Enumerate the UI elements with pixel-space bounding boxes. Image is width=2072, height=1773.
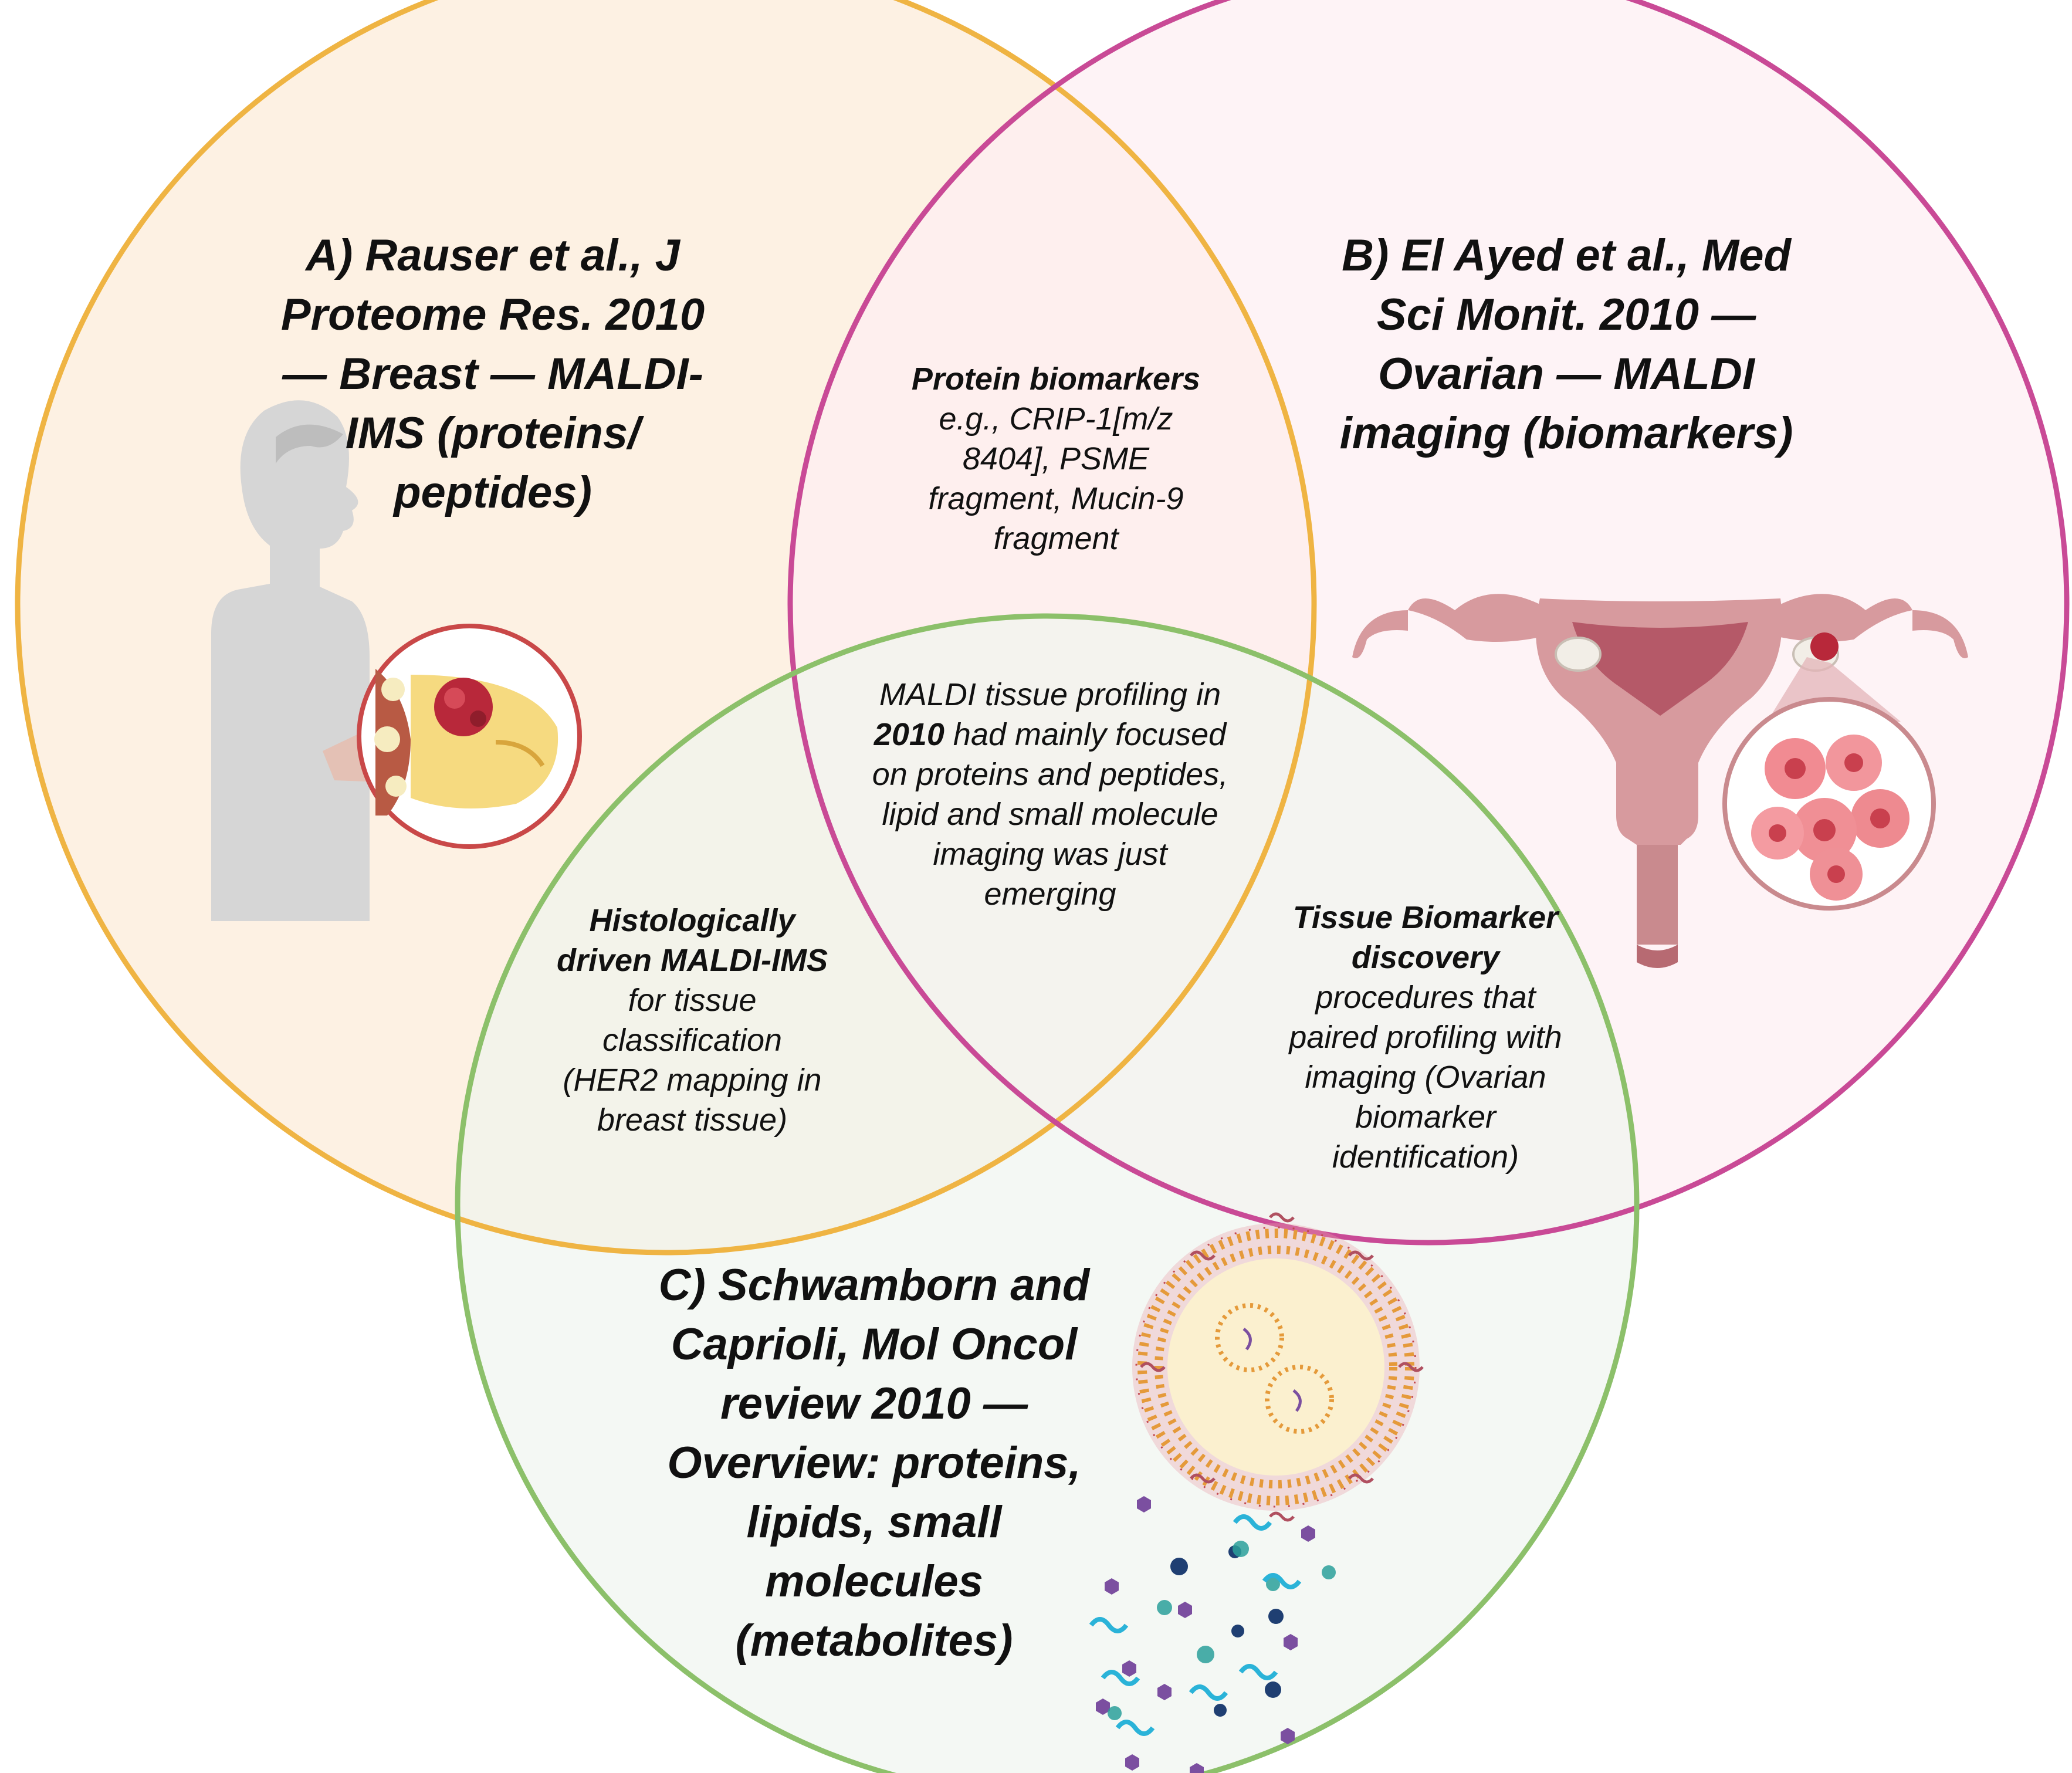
overlap-abc-line: lipid and small molecule (882, 797, 1218, 832)
overlap-bc-line: procedures that (1315, 980, 1536, 1015)
overlap-abc-year: 2010 (874, 717, 944, 752)
circle-b-title-line: imaging (biomarkers) (1339, 408, 1793, 458)
overlap-bc-line: imaging (Ovarian (1305, 1060, 1546, 1095)
circle-a-outline (15, 0, 1317, 1256)
overlap-bc-heading: Tissue Biomarker (1292, 900, 1559, 935)
overlap-ac-line: for tissue (628, 983, 757, 1018)
overlap-ac-heading: driven MALDI-IMS (556, 943, 828, 978)
overlap-ab-line: e.g., CRIP-1[m/z (939, 401, 1173, 437)
circle-a-title-line: Proteome Res. 2010 (280, 290, 705, 340)
circle-c-title-line: (metabolites) (735, 1616, 1013, 1666)
circle-a-title-line: peptides) (394, 468, 592, 517)
circle-a-title-line: — Breast — MALDI- (282, 349, 703, 399)
overlap-abc-line: imaging was just (933, 837, 1167, 872)
overlap-ab-heading: Protein biomarkers (911, 361, 1201, 397)
circle-c-title-line: review 2010 — (720, 1379, 1028, 1429)
overlap-bc-text: Tissue Biomarker discovery procedures th… (1232, 898, 1619, 1177)
circle-b-title-line: B) El Ayed et al., Med (1342, 231, 1791, 280)
overlap-bc-line: paired profiling with (1289, 1020, 1562, 1055)
overlap-bc-heading: discovery (1351, 940, 1500, 975)
circle-c-title-line: Overview: proteins, (667, 1438, 1081, 1488)
circle-b-title-line: Ovarian — MALDI (1378, 349, 1755, 399)
overlap-ac-heading: Histologically (589, 903, 795, 938)
breast-tumor-illustration-icon (211, 400, 582, 921)
overlap-abc-line-2: 2010 had mainly focused (815, 715, 1285, 754)
uterus-ovary-tumor-illustration-icon (1352, 594, 1968, 968)
circle-a-title-line: A) Rauser et al., J (306, 231, 680, 280)
circle-a-title-line: IMS (proteins/ (345, 408, 641, 458)
circle-b-title-line: Sci Monit. 2010 — (1376, 290, 1756, 340)
circle-c-title-line: Caprioli, Mol Oncol (671, 1319, 1078, 1369)
circle-c-title-line: C) Schwamborn and (658, 1260, 1090, 1310)
overlap-ab-line: 8404], PSME (962, 441, 1150, 476)
overlap-ab-text: Protein biomarkers e.g., CRIP-1[m/z 8404… (845, 359, 1267, 559)
overlap-abc-line: on proteins and peptides, (872, 757, 1228, 792)
circle-b-outline (787, 0, 2070, 1246)
circle-c-outline (455, 613, 1640, 1773)
overlap-ab-line: fragment (993, 521, 1119, 556)
overlap-abc-text: MALDI tissue profiling in 2010 had mainl… (815, 675, 1285, 914)
overlap-ac-line: breast tissue) (597, 1102, 788, 1138)
circle-a-title: A) Rauser et al., J Proteome Res. 2010 —… (199, 226, 786, 522)
circle-c-title-line: lipids, small (746, 1497, 1002, 1547)
overlap-abc-line: emerging (984, 877, 1116, 912)
circle-c-title-line: molecules (765, 1557, 983, 1606)
overlap-abc-line-2-rest: had mainly focused (944, 717, 1227, 752)
overlap-ac-line: classification (602, 1023, 783, 1058)
overlap-bc-line: biomarker (1355, 1099, 1497, 1135)
overlap-ac-text: Histologically driven MALDI-IMS for tiss… (505, 901, 880, 1140)
liposome-metabolites-illustration-icon (1089, 1212, 1424, 1773)
overlap-ab-line: fragment, Mucin-9 (928, 481, 1184, 516)
overlap-abc-line: MALDI tissue profiling in (879, 677, 1221, 712)
circle-b-title: B) El Ayed et al., Med Sci Monit. 2010 —… (1244, 226, 1889, 463)
overlap-bc-line: identification) (1332, 1139, 1519, 1175)
overlap-ac-line: (HER2 mapping in (563, 1063, 822, 1098)
circle-c-title: C) Schwamborn and Caprioli, Mol Oncol re… (622, 1256, 1126, 1670)
